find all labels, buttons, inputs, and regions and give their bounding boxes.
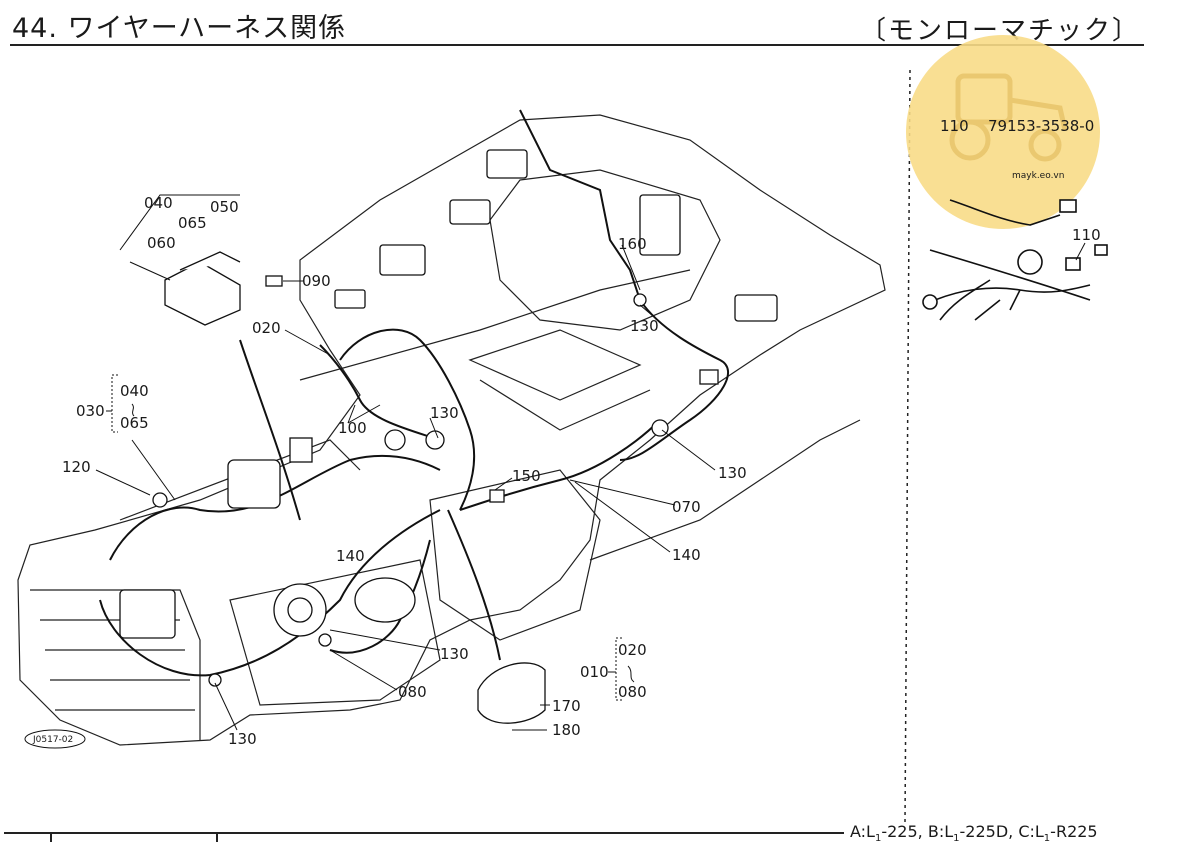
bolt-090 <box>265 275 283 287</box>
tractor-logo-icon <box>949 73 1068 162</box>
footer-table-rule <box>4 832 844 844</box>
part-number: 79153-3538-0 <box>988 117 1094 135</box>
callout-040-b: 040 <box>120 382 149 400</box>
model-c-sub: 1 <box>1043 833 1051 844</box>
callout-160: 160 <box>618 235 647 253</box>
model-b-value: -225D, <box>959 822 1014 841</box>
callout-130-b: 130 <box>630 317 659 335</box>
callout-150: 150 <box>512 467 541 485</box>
model-b-label: B:L <box>927 822 954 841</box>
watermark-text: mayk.eo.vn <box>1012 171 1064 181</box>
bracket-ticks <box>106 403 635 683</box>
callout-050: 050 <box>210 198 239 216</box>
model-c-label: C:L <box>1018 822 1044 841</box>
callout-060: 060 <box>147 234 176 252</box>
figure-id: J0517-02 <box>32 735 73 745</box>
callout-030: 030 <box>76 402 105 420</box>
callout-110-b: 110 <box>1072 226 1101 244</box>
relay-box <box>164 261 241 326</box>
callout-065-b: 065 <box>120 414 149 432</box>
callout-labels: 040 065 050 060 090 020 030 040 065 120 … <box>62 117 1101 748</box>
model-legend: A:L1-225, B:L1-225D, C:L1-R225 <box>850 822 1098 844</box>
leader-lines <box>95 194 1086 731</box>
inset-harness <box>922 199 1108 321</box>
callout-130-a: 130 <box>430 404 459 422</box>
callout-180: 180 <box>552 721 581 739</box>
callout-130-c: 130 <box>718 464 747 482</box>
relay <box>289 437 313 463</box>
inset-divider <box>904 69 911 823</box>
callout-010: 010 <box>580 663 609 681</box>
group-brackets <box>111 374 622 701</box>
callout-070: 070 <box>672 498 701 516</box>
model-a-label: A:L <box>850 822 875 841</box>
callout-100: 100 <box>338 419 367 437</box>
callout-080-b: 080 <box>618 683 647 701</box>
callout-020-b: 020 <box>618 641 647 659</box>
model-c-value: -R225 <box>1050 822 1098 841</box>
callout-110-a: 110 <box>940 117 969 135</box>
headlight <box>119 589 176 639</box>
callout-130-d: 130 <box>440 645 469 663</box>
battery-cover <box>477 662 546 724</box>
footer-cell-divider <box>216 832 218 842</box>
header-rule <box>10 44 1144 46</box>
callout-120: 120 <box>62 458 91 476</box>
callout-040: 040 <box>144 194 173 212</box>
callout-080: 080 <box>398 683 427 701</box>
air-cleaner <box>227 459 281 509</box>
starter-motor <box>354 577 416 623</box>
control-box <box>639 194 681 256</box>
callout-140-a: 140 <box>336 547 365 565</box>
model-b-sub: 1 <box>953 833 960 844</box>
figure-id-oval <box>24 729 86 749</box>
callout-065: 065 <box>178 214 207 232</box>
model-a-value: -225, <box>881 822 923 841</box>
watermark-circle <box>906 35 1100 229</box>
page-title: 44. ワイヤーハーネス関係 <box>12 13 347 44</box>
footer-cell-divider <box>50 832 52 842</box>
callout-020: 020 <box>252 319 281 337</box>
callout-170: 170 <box>552 697 581 715</box>
model-a-sub: 1 <box>874 833 882 844</box>
tractor-chassis <box>17 114 886 746</box>
callout-140-b: 140 <box>672 546 701 564</box>
component-shapes <box>119 149 778 724</box>
callout-130-e: 130 <box>228 730 257 748</box>
callout-090: 090 <box>302 272 331 290</box>
instrument-panel <box>379 244 426 276</box>
